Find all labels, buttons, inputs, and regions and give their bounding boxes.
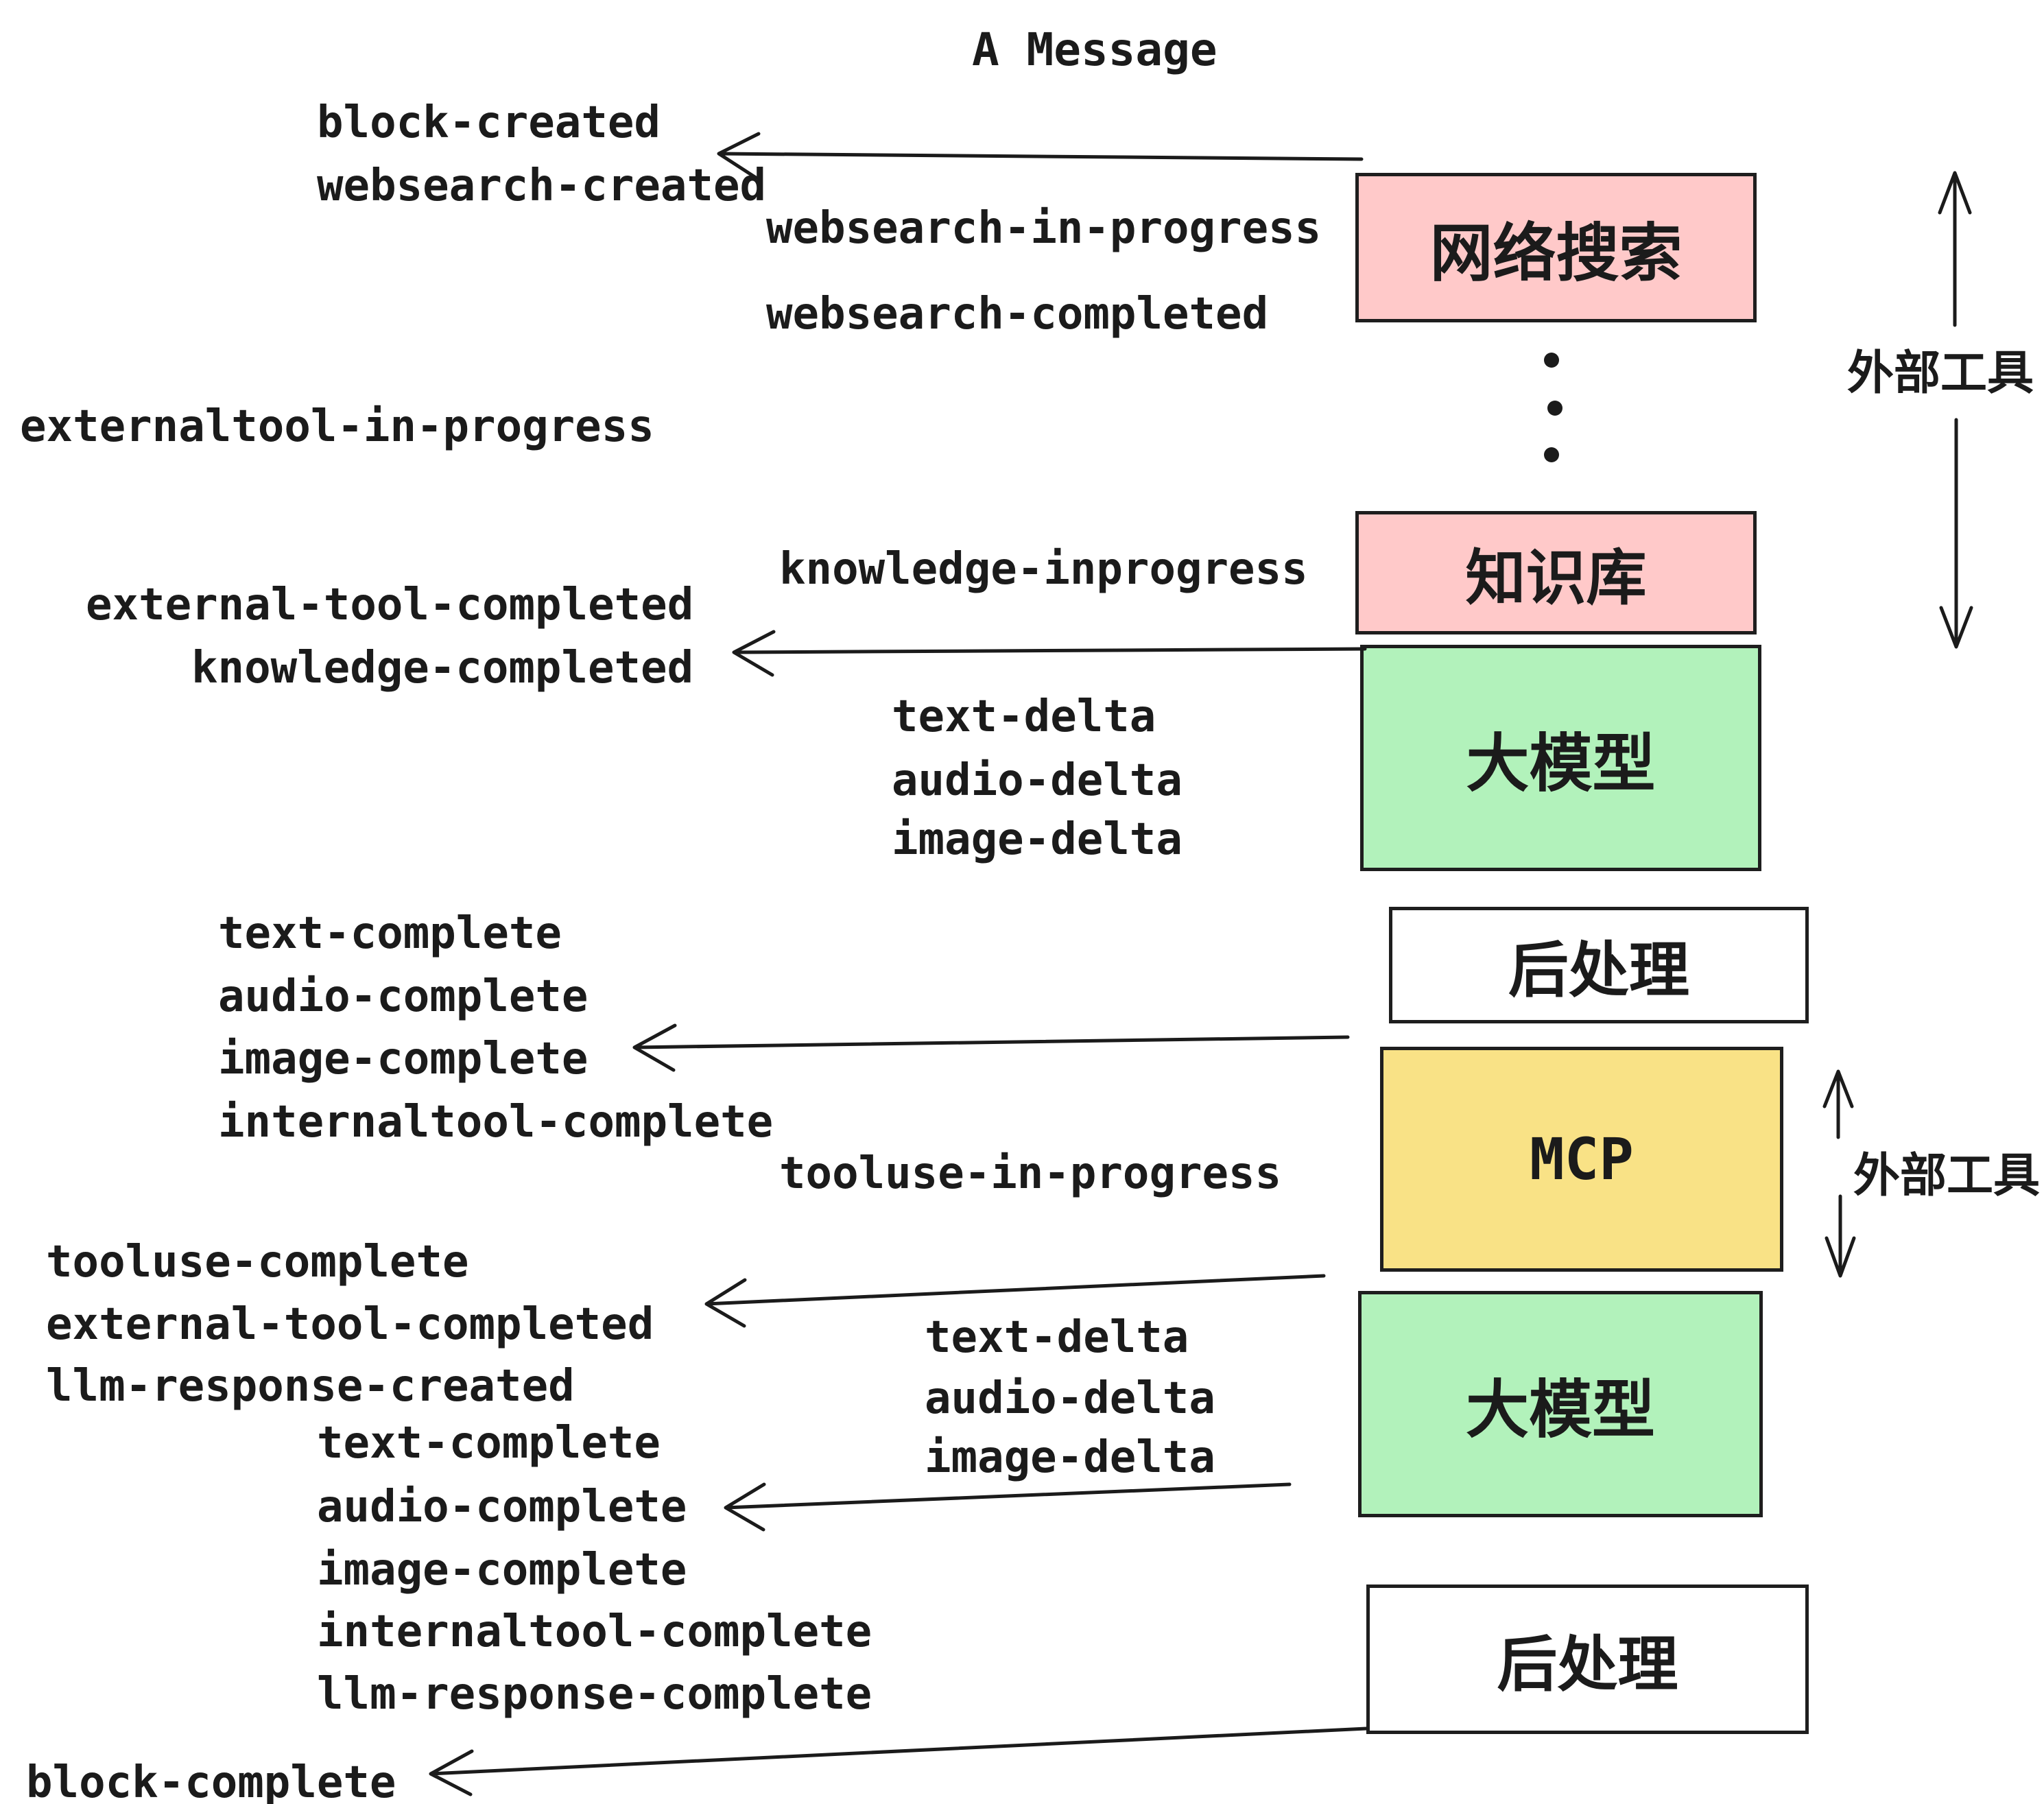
event-label-tooluse-in-progress: tooluse-in-progress	[779, 1148, 1282, 1199]
event-label-image-complete-1: image-complete	[218, 1034, 589, 1084]
event-label-internaltool-complete-2: internaltool-complete	[317, 1606, 872, 1657]
ellipsis-dots	[1544, 353, 1562, 462]
box-postprocess-1: 后处理	[1389, 907, 1809, 1023]
event-label-knowledge-completed: knowledge-completed	[191, 643, 694, 693]
arrow-to-audio-complete	[724, 1482, 1292, 1532]
external-tools-double-arrow-top	[1938, 171, 1973, 649]
event-label-audio-delta-2: audio-delta	[925, 1373, 1215, 1424]
event-label-websearch-completed: websearch-completed	[766, 289, 1269, 340]
external-tools-label-mid: 外部工具	[1853, 1150, 2041, 1202]
diagram-title: A Message	[972, 23, 1217, 76]
box-llm-2-label: 大模型	[1465, 1375, 1655, 1445]
external-tools-label-top: 外部工具	[1847, 347, 2034, 399]
event-label-websearch-in-progress: websearch-in-progress	[766, 203, 1322, 254]
event-label-text-delta-2: text-delta	[925, 1312, 1189, 1363]
event-label-internaltool-complete-1: internaltool-complete	[218, 1097, 774, 1148]
event-label-knowledge-inprogress: knowledge-inprogress	[779, 544, 1308, 595]
event-label-llm-response-created: llm-response-created	[46, 1361, 575, 1412]
event-label-text-complete-1: text-complete	[218, 908, 562, 959]
event-label-tooluse-complete: tooluse-complete	[46, 1237, 469, 1287]
event-label-externaltool-in-progress: externaltool-in-progress	[20, 401, 654, 452]
box-mcp: MCP	[1380, 1047, 1783, 1272]
box-postprocess-1-label: 后处理	[1508, 936, 1689, 1004]
box-mcp-label: MCP	[1530, 1126, 1634, 1193]
box-knowledge-base: 知识库	[1355, 511, 1757, 634]
box-llm-1: 大模型	[1360, 645, 1761, 871]
box-postprocess-2-label: 后处理	[1497, 1630, 1678, 1698]
event-label-audio-delta-1: audio-delta	[892, 755, 1183, 806]
event-label-image-delta-2: image-delta	[925, 1432, 1215, 1483]
event-label-external-tool-completed-2: external-tool-completed	[46, 1299, 654, 1350]
event-label-audio-complete-1: audio-complete	[218, 971, 589, 1022]
box-postprocess-2: 后处理	[1366, 1585, 1809, 1734]
event-label-block-complete: block-complete	[26, 1757, 396, 1804]
arrow-to-block-complete	[429, 1726, 1368, 1796]
event-label-image-delta-1: image-delta	[892, 814, 1183, 865]
event-label-external-tool-completed-1: external-tool-completed	[86, 580, 694, 630]
box-llm-1-label: 大模型	[1466, 728, 1656, 799]
event-label-image-complete-2: image-complete	[317, 1545, 687, 1595]
arrow-to-external-tool-completed	[704, 1274, 1326, 1328]
arrow-to-block-created	[717, 132, 1364, 180]
event-label-text-delta-1: text-delta	[892, 691, 1156, 742]
box-web-search-label: 网络搜索	[1429, 218, 1683, 289]
event-label-websearch-created: websearch-created	[317, 161, 767, 211]
box-web-search: 网络搜索	[1355, 173, 1757, 322]
box-knowledge-base-label: 知识库	[1465, 543, 1647, 612]
external-tools-double-arrow-mid	[1822, 1069, 1856, 1278]
event-label-llm-response-complete: llm-response-complete	[317, 1669, 872, 1720]
arrow-to-image-complete	[632, 1023, 1350, 1072]
box-llm-2: 大模型	[1358, 1291, 1763, 1517]
event-label-audio-complete-2: audio-complete	[317, 1482, 687, 1532]
arrow-to-knowledge-completed	[732, 630, 1367, 677]
event-label-block-created: block-created	[317, 97, 661, 148]
event-label-text-complete-2: text-complete	[317, 1418, 661, 1469]
